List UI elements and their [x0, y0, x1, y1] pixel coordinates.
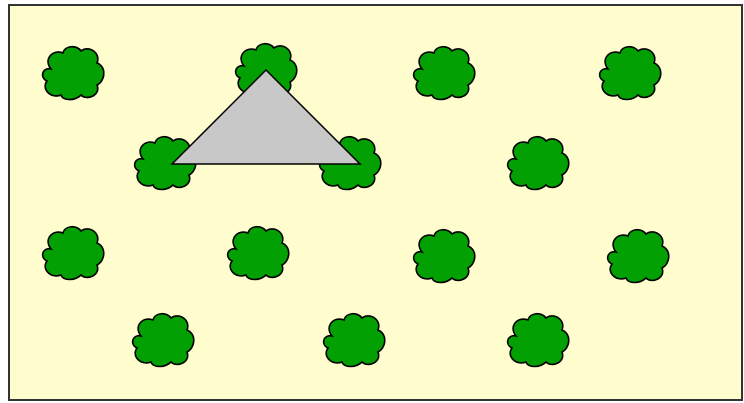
bush-icon [600, 47, 661, 100]
bush-icon [414, 47, 475, 100]
bush-icon [324, 314, 385, 367]
bush-icon [43, 227, 104, 280]
bush-icon [133, 314, 194, 367]
bush-icon [228, 227, 289, 280]
bush-icon [414, 230, 475, 283]
bush-icon [508, 137, 569, 190]
bush-icon [608, 230, 669, 283]
bush-icon [508, 314, 569, 367]
bush-icon [43, 47, 104, 100]
